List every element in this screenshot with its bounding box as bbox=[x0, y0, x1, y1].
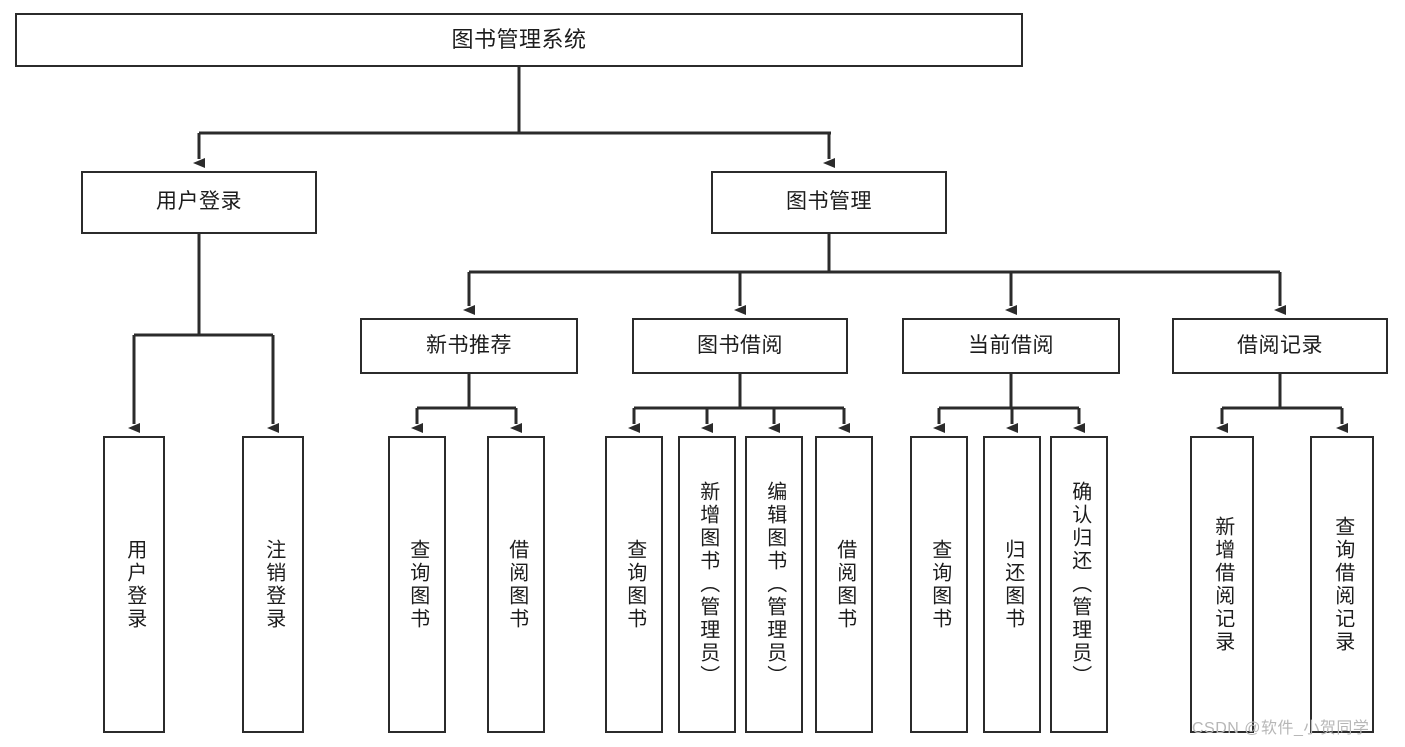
watermark: CSDN @软件_小贺同学 bbox=[1192, 720, 1370, 737]
node-leaf-user-login[interactable]: 用户登录 bbox=[103, 436, 165, 733]
node-label: 借阅图书 bbox=[833, 538, 856, 631]
node-leaf-query-book-borrow[interactable]: 查询图书 bbox=[605, 436, 663, 733]
node-label: 借阅图书 bbox=[505, 538, 528, 631]
node-leaf-query-book-current[interactable]: 查询图书 bbox=[910, 436, 968, 733]
node-label: 当前借阅 bbox=[968, 333, 1054, 357]
node-book-borrow[interactable]: 图书借阅 bbox=[632, 318, 848, 374]
node-current-borrow[interactable]: 当前借阅 bbox=[902, 318, 1120, 374]
node-leaf-query-book-recommend[interactable]: 查询图书 bbox=[388, 436, 446, 733]
node-root-system[interactable]: 图书管理系统 bbox=[15, 13, 1023, 67]
node-label: 图书管理系统 bbox=[451, 27, 587, 53]
node-book-manage[interactable]: 图书管理 bbox=[711, 171, 947, 234]
node-label: 查询借阅记录 bbox=[1331, 515, 1354, 654]
node-leaf-user-logout[interactable]: 注销登录 bbox=[242, 436, 304, 733]
node-label: 编辑图书（管理员） bbox=[763, 481, 786, 688]
node-leaf-add-borrow-record[interactable]: 新增借阅记录 bbox=[1190, 436, 1254, 733]
node-label: 新增借阅记录 bbox=[1211, 515, 1234, 654]
node-leaf-return-book[interactable]: 归还图书 bbox=[983, 436, 1041, 733]
node-label: 归还图书 bbox=[1001, 538, 1024, 631]
node-label: 借阅记录 bbox=[1237, 333, 1323, 357]
node-leaf-borrow-book-recommend[interactable]: 借阅图书 bbox=[487, 436, 545, 733]
node-label: 图书管理 bbox=[786, 190, 872, 214]
node-label: 查询图书 bbox=[623, 538, 646, 631]
node-borrow-record[interactable]: 借阅记录 bbox=[1172, 318, 1388, 374]
node-leaf-query-borrow-record[interactable]: 查询借阅记录 bbox=[1310, 436, 1374, 733]
node-label: 用户登录 bbox=[123, 538, 146, 631]
node-label: 确认归还（管理员） bbox=[1068, 481, 1091, 688]
node-leaf-confirm-return[interactable]: 确认归还（管理员） bbox=[1050, 436, 1108, 733]
node-label: 查询图书 bbox=[928, 538, 951, 631]
node-new-book-recommend[interactable]: 新书推荐 bbox=[360, 318, 578, 374]
node-leaf-borrow-book[interactable]: 借阅图书 bbox=[815, 436, 873, 733]
node-label: 用户登录 bbox=[156, 190, 242, 214]
node-leaf-edit-book[interactable]: 编辑图书（管理员） bbox=[745, 436, 803, 733]
node-label: 注销登录 bbox=[262, 538, 285, 631]
node-label: 查询图书 bbox=[406, 538, 429, 631]
node-label: 新增图书（管理员） bbox=[696, 481, 719, 688]
node-label: 图书借阅 bbox=[697, 333, 783, 357]
node-user-login[interactable]: 用户登录 bbox=[81, 171, 317, 234]
node-leaf-add-book[interactable]: 新增图书（管理员） bbox=[678, 436, 736, 733]
node-label: 新书推荐 bbox=[426, 333, 512, 357]
